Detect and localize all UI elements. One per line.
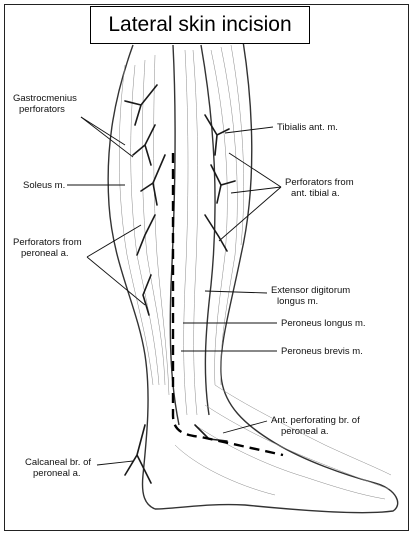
label-ant-perforating-branch: Ant. perforating br. of peroneal a. <box>271 415 362 437</box>
label-perforators-peroneal: Perforators from peroneal a. <box>13 237 84 259</box>
label-peroneus-longus: Peroneus longus m. <box>281 318 366 329</box>
figure-frame: Gastrocmenius perforators Soleus m. Perf… <box>4 4 409 531</box>
lateral-incision-line <box>171 153 284 457</box>
leg-anterior-outline <box>154 40 399 514</box>
muscle-fibers <box>119 44 392 500</box>
leader-lines <box>67 116 282 466</box>
leg-illustration: Gastrocmenius perforators Soleus m. Perf… <box>13 40 399 514</box>
label-extensor-digitorum: Extensor digitorum longus m. <box>271 285 353 307</box>
leg-posterior-outline <box>107 44 156 510</box>
label-tibialis-ant: Tibialis ant. m. <box>277 122 338 133</box>
label-calcaneal-branch: Calcaneal br. of peroneal a. <box>25 457 94 479</box>
figure-title: Lateral skin incision <box>90 6 310 44</box>
figure-title-text: Lateral skin incision <box>108 13 292 36</box>
muscle-divide-line <box>169 44 180 426</box>
label-soleus: Soleus m. <box>23 180 65 191</box>
perforator-vessels <box>124 84 236 484</box>
label-perforators-tibial: Perforators from ant. tibial a. <box>285 177 356 199</box>
muscle-divide-line-2 <box>200 44 216 416</box>
label-gastrocnemius-perforators: Gastrocmenius perforators <box>13 93 80 115</box>
label-peroneus-brevis: Peroneus brevis m. <box>281 346 363 357</box>
